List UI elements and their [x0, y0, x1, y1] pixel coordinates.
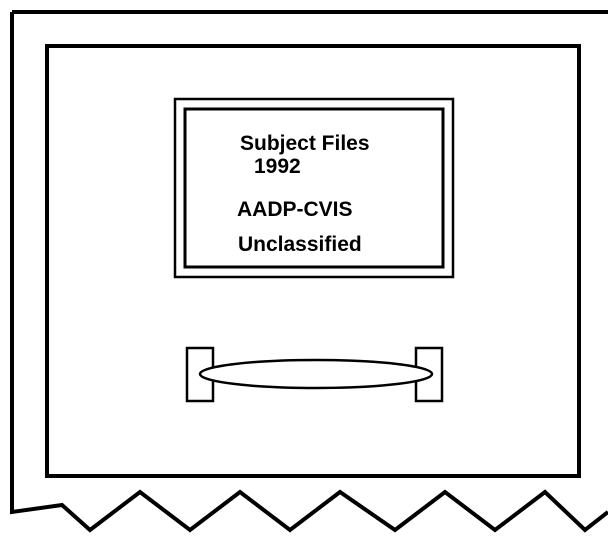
handle-grip	[198, 358, 434, 390]
cabinet-outline	[10, 10, 608, 533]
drawer-front	[45, 44, 581, 478]
label-subject-files: Subject Files	[240, 132, 370, 155]
label-organization: AADP-CVIS	[237, 198, 353, 221]
drawer-handle-icon	[185, 346, 444, 403]
label-year: 1992	[254, 155, 301, 178]
label-card	[183, 107, 445, 269]
label-classification: Unclassified	[238, 233, 362, 256]
label-frame-outer	[173, 97, 455, 279]
